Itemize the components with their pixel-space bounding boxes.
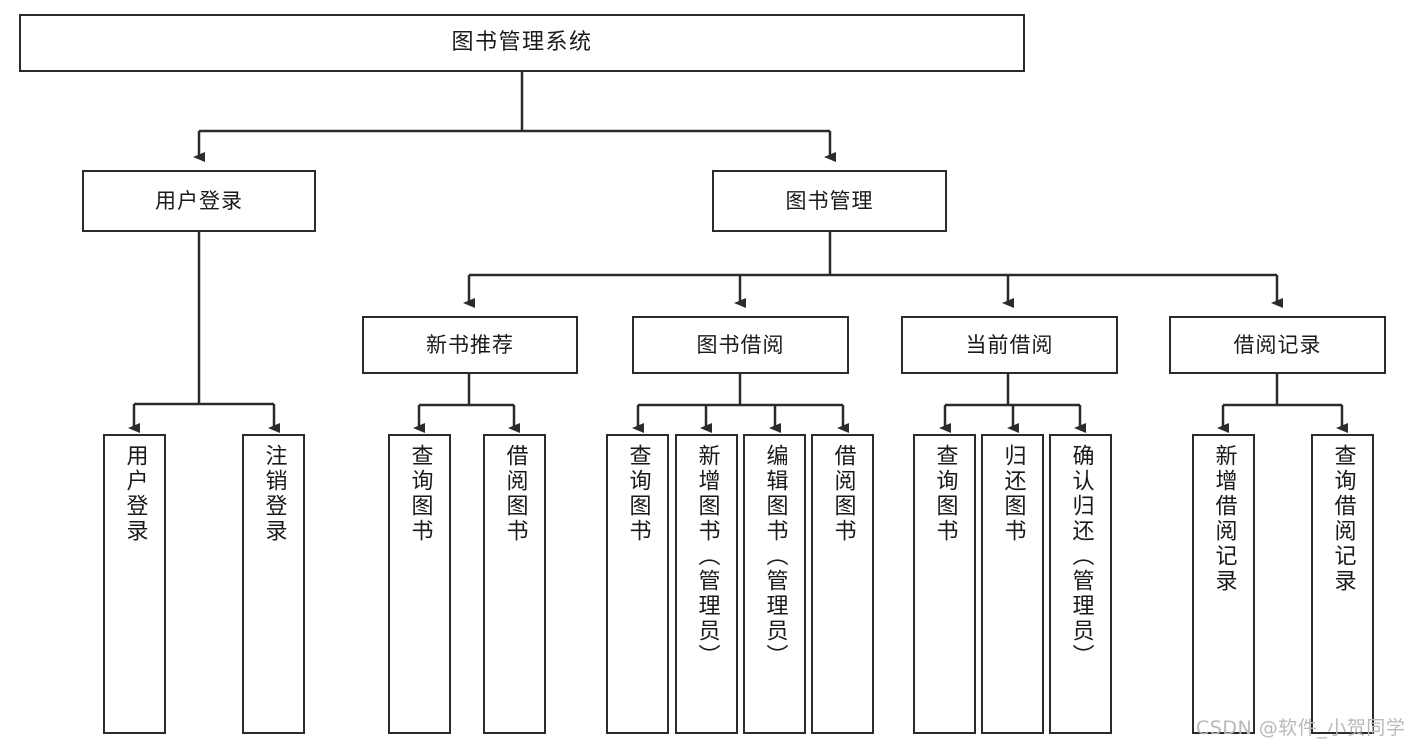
leaf-borrow-book-1[interactable]: 借阅图书 (483, 434, 546, 734)
node-current-borrow-label: 当前借阅 (965, 332, 1054, 357)
node-current-borrow[interactable]: 当前借阅 (901, 316, 1118, 374)
leaf-query-record[interactable]: 查询借阅记录 (1311, 434, 1374, 734)
leaf-borrow-book-1-label: 借阅图书 (502, 444, 528, 544)
leaf-borrow-book-2[interactable]: 借阅图书 (811, 434, 874, 734)
leaf-return-book[interactable]: 归还图书 (981, 434, 1044, 734)
leaf-query-book-1[interactable]: 查询图书 (388, 434, 451, 734)
leaf-add-book[interactable]: 新增图书（管理员） (675, 434, 738, 734)
node-user-login[interactable]: 用户登录 (82, 170, 316, 232)
node-borrow-record[interactable]: 借阅记录 (1169, 316, 1386, 374)
csdn-watermark: CSDN @软件_小贺同学 (1196, 717, 1405, 739)
leaf-user-logout-label: 注销登录 (261, 444, 287, 544)
leaf-add-book-label: 新增图书（管理员） (694, 444, 720, 669)
leaf-edit-book-label: 编辑图书（管理员） (762, 444, 788, 669)
node-book-borrow[interactable]: 图书借阅 (632, 316, 849, 374)
leaf-user-login-label: 用户登录 (122, 444, 148, 544)
leaf-add-record[interactable]: 新增借阅记录 (1192, 434, 1255, 734)
leaf-query-book-2[interactable]: 查询图书 (606, 434, 669, 734)
node-root-label: 图书管理系统 (451, 30, 593, 56)
leaf-query-book-3-label: 查询图书 (932, 444, 958, 544)
leaf-query-record-label: 查询借阅记录 (1330, 444, 1356, 594)
leaf-confirm-return-label: 确认归还（管理员） (1068, 444, 1094, 669)
leaf-user-logout[interactable]: 注销登录 (242, 434, 305, 734)
leaf-query-book-1-label: 查询图书 (407, 444, 433, 544)
node-borrow-record-label: 借阅记录 (1233, 332, 1322, 357)
node-root[interactable]: 图书管理系统 (19, 14, 1025, 72)
leaf-edit-book[interactable]: 编辑图书（管理员） (743, 434, 806, 734)
leaf-user-login[interactable]: 用户登录 (103, 434, 166, 734)
node-book-borrow-label: 图书借阅 (696, 332, 785, 357)
node-user-login-label: 用户登录 (155, 188, 243, 213)
leaf-add-record-label: 新增借阅记录 (1211, 444, 1237, 594)
node-book-manage[interactable]: 图书管理 (712, 170, 947, 232)
node-new-book-rec-label: 新书推荐 (426, 332, 514, 357)
leaf-confirm-return[interactable]: 确认归还（管理员） (1049, 434, 1112, 734)
node-new-book-rec[interactable]: 新书推荐 (362, 316, 578, 374)
leaf-query-book-2-label: 查询图书 (625, 444, 651, 544)
node-book-manage-label: 图书管理 (785, 188, 874, 213)
leaf-borrow-book-2-label: 借阅图书 (830, 444, 856, 544)
leaf-return-book-label: 归还图书 (1000, 444, 1026, 544)
leaf-query-book-3[interactable]: 查询图书 (913, 434, 976, 734)
